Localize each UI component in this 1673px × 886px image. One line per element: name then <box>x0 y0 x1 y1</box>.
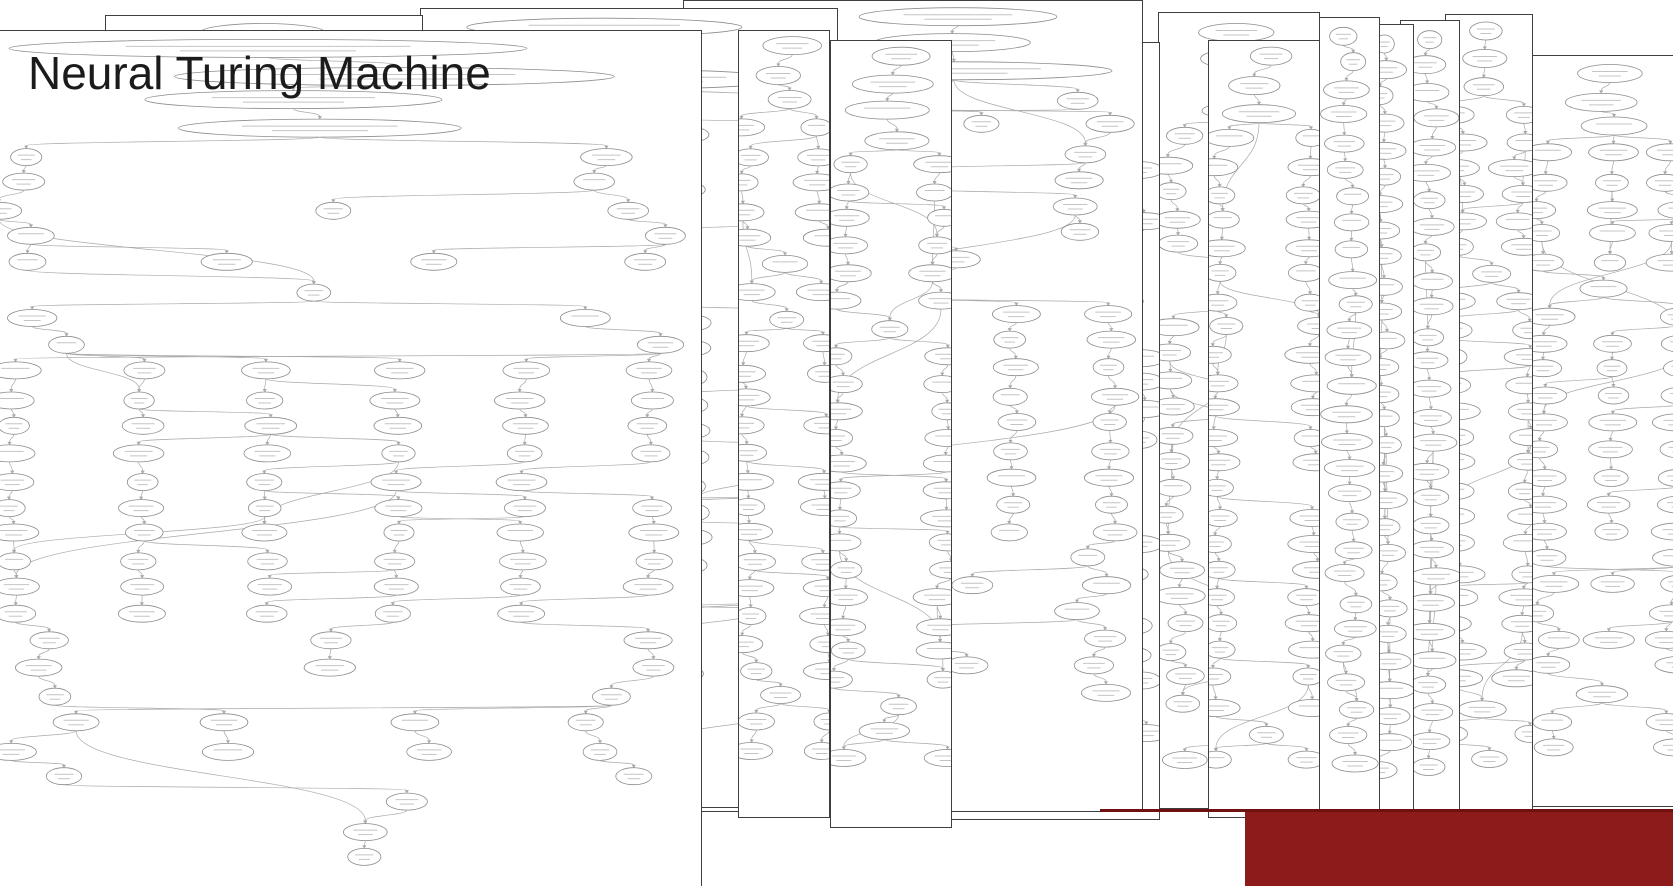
graph-page-r2 <box>1318 17 1380 818</box>
computation-graph <box>0 38 686 866</box>
computation-graph <box>831 46 951 767</box>
slide-title: Neural Turing Machine <box>28 47 491 99</box>
computation-graph <box>1531 64 1673 757</box>
graph-page-c2 <box>830 40 952 828</box>
computation-graph <box>1320 26 1379 773</box>
computation-graph <box>1401 30 1459 776</box>
accent-line <box>1100 809 1673 812</box>
graph-page-c1 <box>738 30 830 818</box>
slide-accent-bar <box>1245 812 1673 886</box>
computation-graph <box>1209 46 1319 769</box>
graph-page-front <box>0 30 702 886</box>
graph-page-far-right <box>1530 55 1673 807</box>
graph-page-r1 <box>1208 40 1320 818</box>
computation-graph <box>739 36 829 760</box>
